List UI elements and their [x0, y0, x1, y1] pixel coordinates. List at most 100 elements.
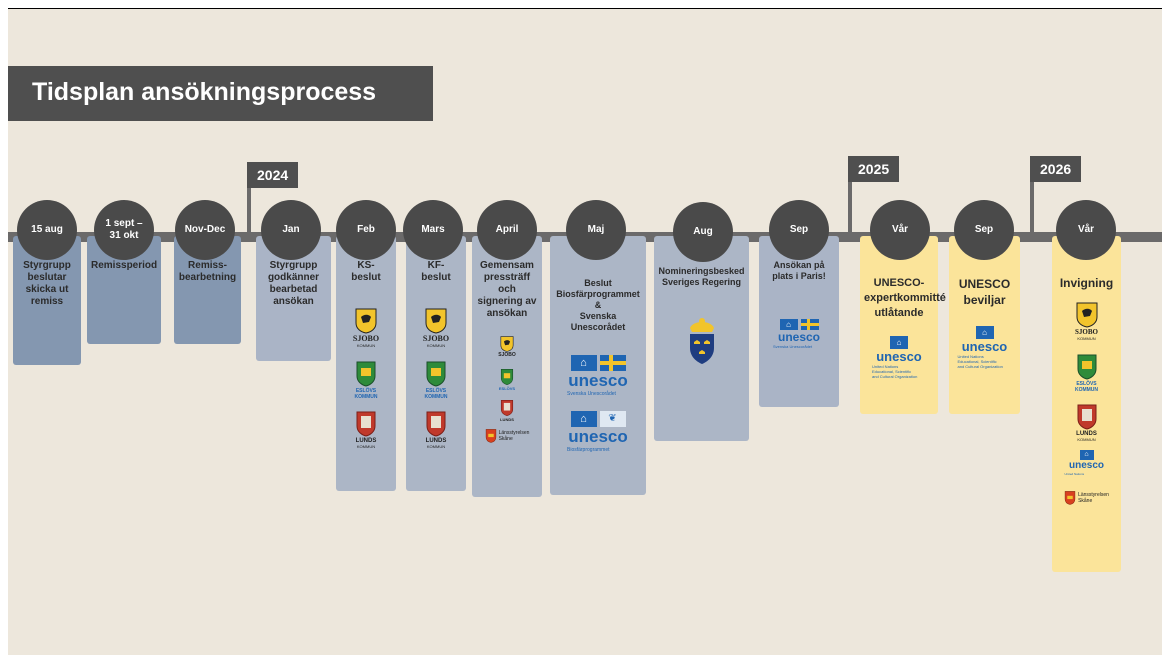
biosphere-icon: ❦ — [599, 411, 626, 427]
unesco-wordmark: unesco — [961, 339, 1008, 354]
lund-crest — [426, 411, 446, 437]
un-line-1: United Nations — [1064, 472, 1085, 476]
un-line-2: Educational, Scientific — [957, 359, 997, 364]
step-card: UNESCO beviljar ⌂ unesco United Nations … — [949, 236, 1020, 414]
step-card: Ansökan på plats i Paris! ⌂ unesco Svens… — [759, 236, 839, 407]
kommun-text: KOMMUN — [1077, 437, 1096, 442]
unesco-un-logo: ⌂ unesco United Nations Educational, Sci… — [872, 336, 926, 379]
unesco-wordmark: unesco — [876, 349, 922, 364]
step-card: KS- beslut SJOBO KOMMUN ESLÖVS KOMMUN LU… — [336, 236, 396, 491]
timeline-node: Nov-Dec — [175, 200, 235, 260]
lunds-text: LUNDS — [1076, 431, 1097, 437]
timeline-node: Maj — [566, 200, 626, 260]
unesco-temple-icon: ⌂ — [1079, 450, 1094, 460]
un-line-1: United Nations — [957, 354, 984, 359]
skane-text: Skåne — [1078, 498, 1093, 504]
kommun-text: KOMMUN — [426, 343, 446, 348]
lund-crest — [500, 400, 514, 416]
eslovs-text: ESLÖVS — [425, 388, 447, 394]
step-card: Styrgrupp godkänner bearbetad ansökan — [256, 236, 331, 361]
unesco-un-logo: ⌂ unesco United Nations Educational, Sci… — [958, 326, 1012, 369]
lunds-text: LUNDS — [355, 438, 377, 444]
lunds-text: LUNDS — [425, 438, 447, 444]
timeline-node: Feb — [336, 200, 396, 260]
unesco-wordmark: unesco — [1068, 460, 1104, 471]
timeline-node: April — [477, 200, 537, 260]
year-2026-label: 2026 — [1030, 156, 1082, 182]
sjobo-logo — [425, 308, 447, 334]
title-bar: Tidsplan ansökningsprocess — [8, 66, 433, 121]
kommun-text: KOMMUN — [356, 343, 376, 348]
sjobo-logo — [355, 308, 377, 334]
year-2025-label: 2025 — [848, 156, 900, 182]
eslov-crest — [426, 361, 446, 387]
eslovs-text: ESLÖVS — [1076, 381, 1097, 387]
unesco-wordmark: unesco — [568, 371, 628, 390]
sweden-flag-icon — [599, 355, 626, 371]
lansstyrelsen-text: Länsstyrelsen — [1078, 492, 1109, 498]
lund-crest — [356, 411, 376, 437]
eslovs-text: ESLÖVS — [355, 388, 377, 394]
timeline-node: Vår — [870, 200, 930, 260]
kommun-text: KOMMUN — [424, 394, 448, 400]
lunds-text: LUNDS — [500, 417, 514, 422]
sjobo-text: SJOBO — [1075, 328, 1098, 336]
unesco-temple-icon: ⌂ — [570, 411, 597, 427]
lund-crest — [1077, 404, 1096, 430]
kommun-text: KOMMUN — [426, 444, 446, 449]
step-card: UNESCO- expertkommitté utlåtande ⌂ unesc… — [860, 236, 946, 414]
un-line-3: and Cultural Organization — [872, 374, 918, 379]
skane-text: Skåne — [498, 436, 513, 442]
unesco-temple-icon: ⌂ — [570, 355, 597, 371]
step-card: Beslut Biosfärprogrammet & Svenska Unesc… — [550, 236, 646, 495]
year-2024-label: 2024 — [247, 162, 299, 188]
sjobo-logo — [1076, 302, 1097, 328]
un-line-2: Educational, Scientific — [872, 369, 912, 374]
timeline-node: Vår — [1056, 200, 1116, 260]
svenska-unescoradet-text: Svenska Unescorådet — [567, 391, 616, 397]
kommun-text: KOMMUN — [354, 394, 378, 400]
step-card: Invigning SJOBO KOMMUN ESLÖVS KOMMUN LUN… — [1052, 236, 1121, 572]
eslov-crest — [500, 369, 514, 385]
svenska-unescoradet-text: Svenska Unescorådet — [773, 344, 813, 349]
unesco-temple-icon: ⌂ — [779, 319, 798, 330]
eslov-crest — [356, 361, 376, 387]
timeline-node: Aug — [673, 202, 733, 262]
timeline-node: Sep — [954, 200, 1014, 260]
year-2026-tick — [1030, 156, 1034, 234]
year-2025-tick — [848, 156, 852, 234]
step-card: Remiss- bearbetning — [174, 236, 241, 344]
timeline-node: Sep — [769, 200, 829, 260]
sjobo-text: SJOBO — [498, 352, 516, 358]
unesco-wordmark: unesco — [777, 330, 820, 344]
kommun-text: KOMMUN — [356, 444, 376, 449]
un-line-3: and Cultural Organization — [957, 364, 1003, 369]
unesco-temple-icon: ⌂ — [890, 336, 908, 349]
unesco-temple-icon: ⌂ — [975, 326, 994, 339]
sjobo-text: SJOBO — [352, 334, 380, 343]
page-title: Tidsplan ansökningsprocess — [32, 78, 377, 106]
kommun-text: KOMMUN — [1074, 387, 1099, 393]
sjobo-text: SJOBO — [422, 334, 450, 343]
lansstyrelsen-text: Länsstyrelsen — [498, 430, 530, 436]
sweden-flag-icon — [800, 319, 819, 330]
eslov-crest — [1077, 354, 1096, 380]
step-card: Nomineringsbesked Sveriges Regering — [654, 236, 749, 441]
step-card: KF- beslut SJOBO KOMMUN ESLÖVS KOMMUN LU… — [406, 236, 466, 491]
lansstyrelsen-crest — [1064, 491, 1076, 505]
unesco-unescoradet-logo: ⌂ unesco Svenska Unescorådet — [773, 319, 825, 349]
kommun-text: KOMMUN — [1077, 336, 1096, 341]
sjobo-logo — [500, 336, 514, 352]
unesco-wordmark: unesco — [568, 427, 628, 446]
year-2024-tick — [247, 162, 251, 234]
biosfarprogrammet-text: Biosfärprogrammet — [567, 447, 610, 453]
lansstyrelsen-crest — [485, 429, 496, 443]
slide: Tidsplan ansökningsprocess 2024 2025 202… — [8, 8, 1162, 655]
step-card: Gemensam pressträff och signering av ans… — [472, 236, 542, 497]
timeline-node: 15 aug — [17, 200, 77, 260]
timeline-node: Jan — [261, 200, 321, 260]
unesco-biosfar-logo: ⌂ ❦ unesco Biosfärprogrammet — [563, 407, 633, 457]
timeline-node: 1 sept – 31 okt — [94, 200, 154, 260]
swedish-government-crest — [689, 318, 714, 364]
timeline-node: Mars — [403, 200, 463, 260]
